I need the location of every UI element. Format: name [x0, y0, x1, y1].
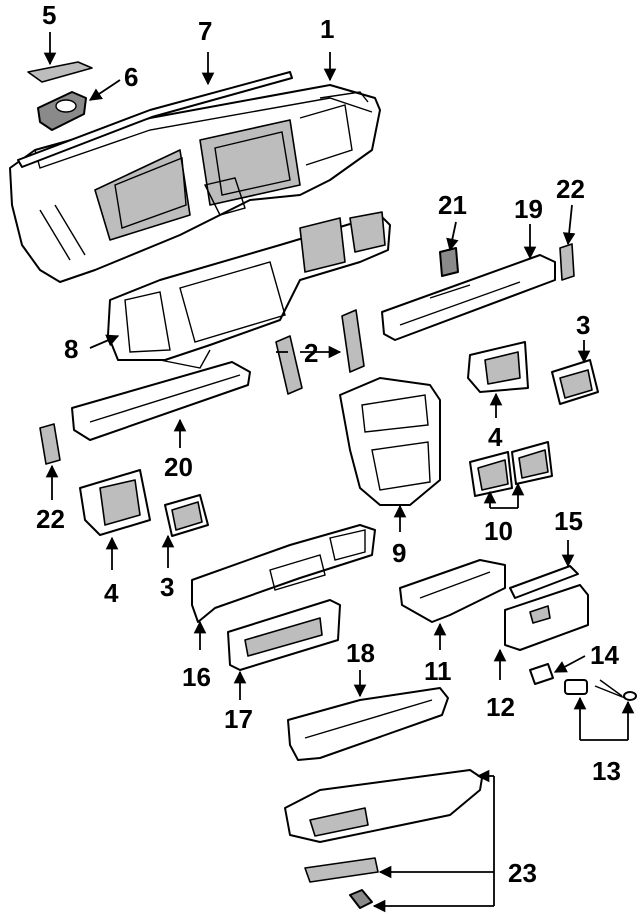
cover-plate-part [27, 61, 93, 83]
cluster-bezel-part [107, 211, 391, 369]
callout-14: 14 [590, 640, 619, 670]
callout-21: 21 [438, 190, 467, 220]
callout-13: 13 [592, 756, 621, 786]
callout-18: 18 [346, 638, 375, 668]
glove-box-liner-part [399, 559, 506, 623]
storage-bin-part [227, 599, 341, 671]
glove-box-door-part [504, 584, 589, 651]
vent-outlet-lower-part [164, 494, 209, 537]
callout-22-left: 22 [36, 504, 65, 534]
vent-housing-upper-part [467, 341, 529, 393]
lower-trim-part [191, 524, 376, 623]
callout-2: 2 [304, 338, 318, 368]
callout-4-lower: 4 [104, 578, 119, 608]
console-set-part [284, 769, 483, 909]
leader-lines [43, 32, 635, 913]
lock-cylinder-part [529, 663, 554, 685]
storage-tray-part [287, 687, 449, 761]
callout-10: 10 [484, 516, 513, 546]
callout-17: 17 [224, 704, 253, 734]
vent-outlet-upper-part [551, 359, 599, 405]
end-cap-left-part [39, 423, 61, 465]
callout-7: 7 [198, 16, 212, 46]
callout-20: 20 [164, 452, 193, 482]
vent-outlets-part [469, 441, 553, 497]
trim-pieces-part [275, 309, 365, 395]
upper-trim-panel-part [71, 361, 251, 441]
callout-3-lower: 3 [160, 572, 174, 602]
callout-labels: 1 7 5 6 8 2 20 22 4 3 16 17 9 10 4 3 15 … [36, 0, 621, 888]
end-cap-right-part [559, 243, 575, 281]
right-trim-panel-part [381, 254, 556, 341]
callout-9: 9 [392, 538, 406, 568]
callout-11: 11 [424, 656, 452, 686]
callout-6: 6 [124, 62, 138, 92]
vent-housing-lower-part [79, 469, 151, 536]
lock-and-key-part [564, 679, 637, 701]
defroster-strip-part [17, 71, 293, 168]
callout-3-upper: 3 [576, 310, 590, 340]
callout-12: 12 [486, 692, 515, 722]
callout-15: 15 [554, 506, 583, 536]
speaker-bezel-part [37, 91, 87, 131]
callout-4-upper: 4 [488, 422, 503, 452]
callout-19: 19 [514, 194, 543, 224]
clip-part [439, 247, 459, 277]
callout-5: 5 [42, 0, 56, 30]
callout-22-right: 22 [556, 174, 585, 204]
latch-bracket-part [509, 565, 579, 599]
callout-16: 16 [182, 662, 211, 692]
center-bezel-part [339, 377, 441, 506]
callout-8: 8 [64, 334, 78, 364]
callout-23: 23 [508, 858, 537, 888]
callout-1: 1 [320, 14, 334, 44]
